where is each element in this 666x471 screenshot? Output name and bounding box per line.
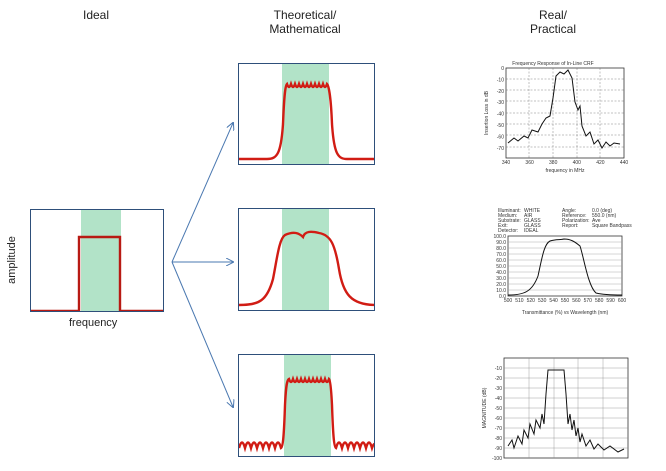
tick-label: 0: [501, 66, 504, 72]
tick-label: 600: [618, 298, 627, 304]
info-text: Polarization:: [562, 218, 590, 224]
tick-label: 440: [620, 160, 629, 166]
ideal-response-curve: [31, 235, 163, 311]
ideal-filter-panel: [30, 209, 164, 312]
tick-label: 30.0: [496, 276, 506, 282]
arrow-to-bottom: [171, 261, 233, 407]
tick-label: 400: [573, 160, 582, 166]
real-plot-middle: Illuminant:WHITE Angle: 0.0 (deg) Medium: AI…: [484, 206, 634, 322]
info-text: WHITE: [524, 208, 541, 214]
tick-label: 100.0: [493, 234, 506, 240]
tick-label: 500: [504, 298, 513, 304]
tick-label: 70.0: [496, 252, 506, 258]
tick-label: -10: [497, 77, 504, 83]
tick-label: -20: [495, 376, 502, 382]
real-top-y-ticks: 0 -10 -20 -30 -40 -50 -60 -70: [497, 66, 504, 152]
info-text: Detector:: [498, 228, 518, 234]
tick-label: -20: [497, 89, 504, 95]
info-text: Square Bandpass: [592, 223, 632, 229]
tick-label: -80: [495, 436, 502, 442]
tick-label: 60.0: [496, 258, 506, 264]
tick-label: -30: [497, 100, 504, 106]
info-text: IDEAL: [524, 228, 539, 234]
info-text: 550.0 (nm): [592, 213, 617, 219]
ripple-passband-curve: [239, 80, 374, 161]
real-top-title: Frequency Response of In-Line CRF: [512, 61, 593, 67]
tick-label: 380: [549, 160, 558, 166]
info-text: Reference:: [562, 213, 586, 219]
passband-shade: [282, 64, 329, 164]
real-plot-bottom: -10 -20 -30 -40 -50 -60 -70 -80 -90 -100 MAGNITUD…: [478, 354, 636, 466]
theoretical-panel-middle: [238, 208, 375, 311]
tick-label: -90: [495, 446, 502, 452]
info-text: GLASS: [524, 218, 541, 224]
ripple-passband-stopband-curve: [239, 375, 374, 453]
tick-label: -10: [495, 366, 502, 372]
tick-label: 20.0: [496, 282, 506, 288]
real-plot-top: Frequency Response of In-Line CRF 0 -10 -2…: [480, 58, 630, 176]
real-middle-x-label: Transmittance (%) vs Wavelength (nm): [522, 310, 609, 316]
info-text: GLASS: [524, 223, 541, 229]
ideal-passband-shade: [81, 210, 121, 311]
theoretical-panel-top: [238, 63, 375, 165]
real-bottom-y-label: MAGNITUDE (dB): [482, 387, 488, 428]
tick-label: 0.0: [499, 294, 506, 300]
real-top-x-label: frequency in MHz: [546, 168, 585, 174]
tick-label: -60: [497, 134, 504, 140]
tick-label: -40: [495, 396, 502, 402]
passband-shade: [284, 355, 331, 456]
tick-label: -100: [492, 456, 502, 462]
info-text: Angle:: [562, 208, 576, 214]
tick-label: -70: [497, 146, 504, 152]
tick-label: -50: [495, 406, 502, 412]
tick-label: -60: [495, 416, 502, 422]
tick-label: 530: [538, 298, 547, 304]
tick-label: 570: [584, 298, 593, 304]
tick-label: 550: [561, 298, 570, 304]
tick-label: 520: [527, 298, 536, 304]
tick-label: 80.0: [496, 246, 506, 252]
real-middle-info: Illuminant:WHITE Angle: 0.0 (deg) Medium: AI…: [498, 208, 632, 234]
tick-label: 510: [515, 298, 524, 304]
info-text: 0.0 (deg): [592, 208, 612, 214]
tick-label: 360: [525, 160, 534, 166]
tick-label: 580: [595, 298, 604, 304]
real-middle-y-ticks: 100.090.080.070.060.050.040.030.020.010.…: [493, 234, 506, 300]
header-real: Real/ Practical: [529, 8, 576, 36]
tick-label: 10.0: [496, 288, 506, 294]
info-text: Exit:: [498, 223, 508, 229]
tick-label: 50.0: [496, 264, 506, 270]
info-text: Medium:: [498, 213, 517, 219]
header-ideal: Ideal: [82, 8, 110, 22]
tick-label: -50: [497, 123, 504, 129]
info-text: AIR: [524, 213, 533, 219]
tick-label: 540: [549, 298, 558, 304]
info-text: Report:: [562, 223, 578, 229]
header-theoretical: Theoretical/ Mathematical: [269, 8, 341, 36]
tick-label: 420: [596, 160, 605, 166]
tick-label: 40.0: [496, 270, 506, 276]
tick-label: -70: [495, 426, 502, 432]
real-top-x-ticks: 340 360 380 400 420 440: [502, 160, 629, 166]
info-text: Substrate:: [498, 218, 521, 224]
tick-label: -40: [497, 112, 504, 118]
info-text: Illuminant:: [498, 208, 521, 214]
real-bottom-y-ticks: -10 -20 -30 -40 -50 -60 -70 -80 -90 -100: [492, 366, 502, 462]
tick-label: 90.0: [496, 240, 506, 246]
real-top-y-label: Insertion Loss in dB: [484, 90, 490, 135]
tick-label: 340: [502, 160, 511, 166]
info-text: Ave: [592, 218, 601, 224]
theoretical-panel-bottom: [238, 354, 375, 457]
tick-label: 590: [606, 298, 615, 304]
arrow-to-top: [171, 123, 233, 263]
passband-shade: [282, 209, 329, 310]
smooth-passband-curve: [239, 230, 374, 307]
tick-label: 560: [572, 298, 581, 304]
tick-label: -30: [495, 386, 502, 392]
ideal-x-axis-label: frequency: [69, 317, 118, 329]
